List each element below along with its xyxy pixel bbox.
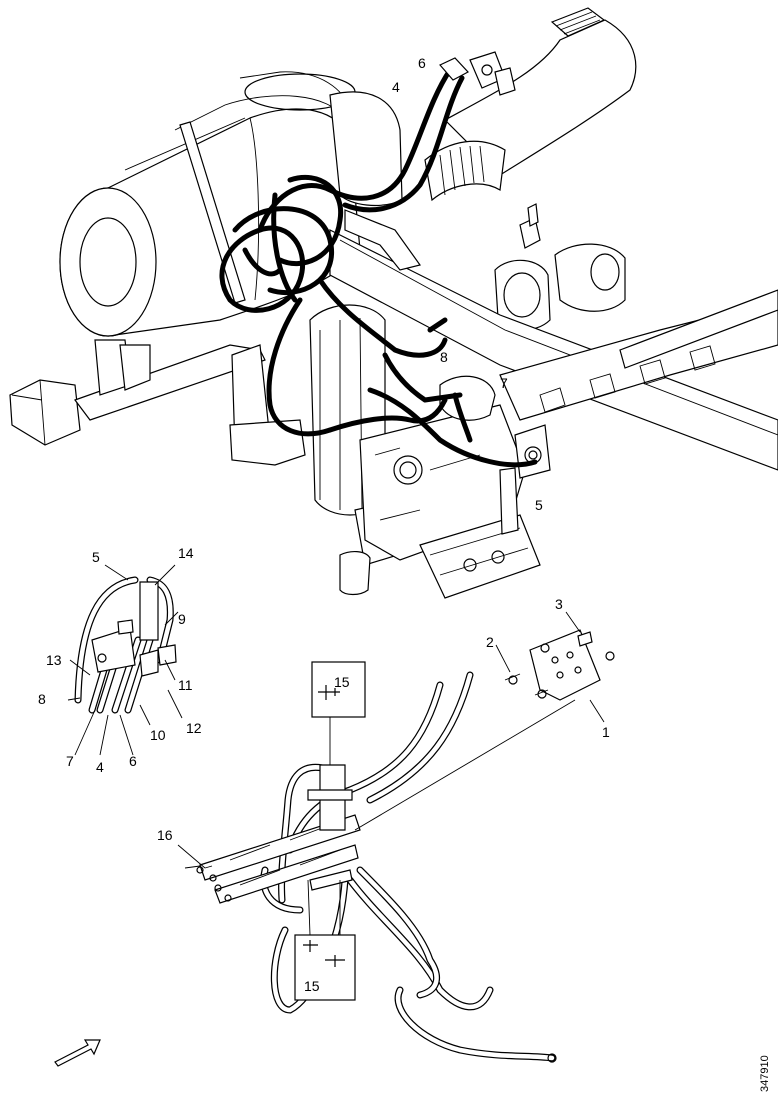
detail-box-15-upper — [311, 661, 366, 765]
harness-connector-top — [439, 51, 516, 96]
mounting-bracket-plate — [354, 611, 615, 831]
callout-9: 9 — [178, 611, 186, 627]
callout-8-inset: 8 — [38, 691, 46, 707]
callout-4-inset: 4 — [96, 759, 104, 775]
callout-5-top: 5 — [535, 497, 543, 513]
callout-6-top: 6 — [418, 55, 426, 71]
callout-8-top: 8 — [440, 349, 448, 365]
callout-5-inset: 5 — [92, 549, 100, 565]
callout-7-inset: 7 — [66, 753, 74, 769]
callout-15-lower: 15 — [304, 978, 320, 994]
callout-12: 12 — [186, 720, 202, 736]
figure-reference-number: 347910 — [759, 1055, 771, 1092]
inset-detail-illustration — [67, 564, 183, 756]
callout-14: 14 — [178, 545, 194, 561]
engine-harness-routing — [219, 67, 538, 468]
callout-15-upper: 15 — [334, 674, 350, 690]
callout-10: 10 — [150, 727, 166, 743]
callout-3: 3 — [555, 596, 563, 612]
callout-2: 2 — [486, 634, 494, 650]
callout-1: 1 — [602, 724, 610, 740]
detail-box-15-lower — [294, 879, 356, 1001]
callout-labels: 6 4 8 7 5 5 14 9 13 11 8 12 10 7 4 6 3 2… — [38, 55, 610, 994]
callout-7-top: 7 — [500, 375, 508, 391]
front-direction-arrow-icon — [54, 1039, 101, 1067]
lower-harness-illustration — [177, 671, 557, 1063]
engine-assembly-illustration — [9, 7, 778, 599]
callout-6-inset: 6 — [129, 753, 137, 769]
callout-16: 16 — [157, 827, 173, 843]
callout-11: 11 — [178, 677, 193, 693]
callout-4-top: 4 — [392, 79, 400, 95]
callout-13: 13 — [46, 652, 62, 668]
